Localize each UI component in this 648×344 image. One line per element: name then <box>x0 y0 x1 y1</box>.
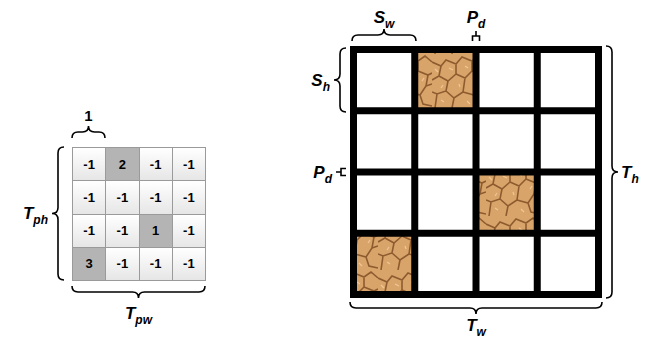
cell-value: -1 <box>150 157 162 172</box>
dimension-label: Tph <box>23 205 48 222</box>
dimension-subscript: h <box>323 80 330 94</box>
table-cell: -1 <box>139 247 173 281</box>
table-cell: -1 <box>72 180 106 214</box>
dimension-label: 1 <box>84 108 92 124</box>
dimension-subscript: pw <box>135 313 152 327</box>
dimension-subscript: h <box>631 172 638 186</box>
cell-value: -1 <box>117 190 129 205</box>
cell-value: -1 <box>83 157 95 172</box>
cell-value: 1 <box>152 223 159 238</box>
dimension-label: Tw <box>466 317 486 334</box>
dimension-label: Pd <box>313 164 332 181</box>
table-cell: -1 <box>72 214 106 248</box>
table-cell: -1 <box>105 214 139 248</box>
table-cell: 1 <box>139 214 173 248</box>
cell-value: 3 <box>86 256 93 271</box>
table-cell: -1 <box>139 147 173 181</box>
cell-value: -1 <box>117 223 129 238</box>
dimension-symbol: T <box>23 204 33 223</box>
cell-value: -1 <box>183 256 195 271</box>
brace <box>52 29 618 314</box>
dimension-symbol: S <box>374 8 385 27</box>
table-cell: -1 <box>139 180 173 214</box>
dimension-symbol: 1 <box>84 107 92 124</box>
dimension-label: Tpw <box>125 305 152 322</box>
dimension-label: Th <box>621 164 639 181</box>
dimension-symbol: T <box>125 304 135 323</box>
table-cell: -1 <box>172 180 206 214</box>
grid-border <box>350 46 602 298</box>
cell-value: -1 <box>150 256 162 271</box>
cell-value: -1 <box>183 157 195 172</box>
cell-value: -1 <box>150 190 162 205</box>
table-cell: -1 <box>105 247 139 281</box>
dimension-subscript: d <box>325 172 332 186</box>
cell-value: 2 <box>119 157 126 172</box>
dimension-symbol: S <box>311 71 322 90</box>
table-cell: -1 <box>172 147 206 181</box>
table-cell: -1 <box>172 214 206 248</box>
cell-value: -1 <box>117 256 129 271</box>
dimension-subscript: ph <box>33 213 48 227</box>
dimension-label: Sw <box>374 9 395 26</box>
cell-value: -1 <box>183 190 195 205</box>
table-cell: 3 <box>72 247 106 281</box>
dimension-subscript: w <box>477 325 486 339</box>
table-cell: 2 <box>105 147 139 181</box>
table-cell: -1 <box>172 247 206 281</box>
dimension-label: Pd <box>467 9 486 26</box>
table-cell: -1 <box>105 180 139 214</box>
dimension-symbol: T <box>621 163 631 182</box>
dimension-label: Sh <box>311 72 330 89</box>
grid-cells <box>357 53 595 291</box>
cell-value: -1 <box>183 223 195 238</box>
dimension-subscript: d <box>478 17 485 31</box>
cell-value: -1 <box>83 190 95 205</box>
dimension-subscript: w <box>385 17 394 31</box>
cell-value: -1 <box>83 223 95 238</box>
dimension-symbol: P <box>313 163 324 182</box>
table-cell: -1 <box>72 147 106 181</box>
dimension-symbol: P <box>467 8 478 27</box>
dimension-symbol: T <box>466 316 476 335</box>
